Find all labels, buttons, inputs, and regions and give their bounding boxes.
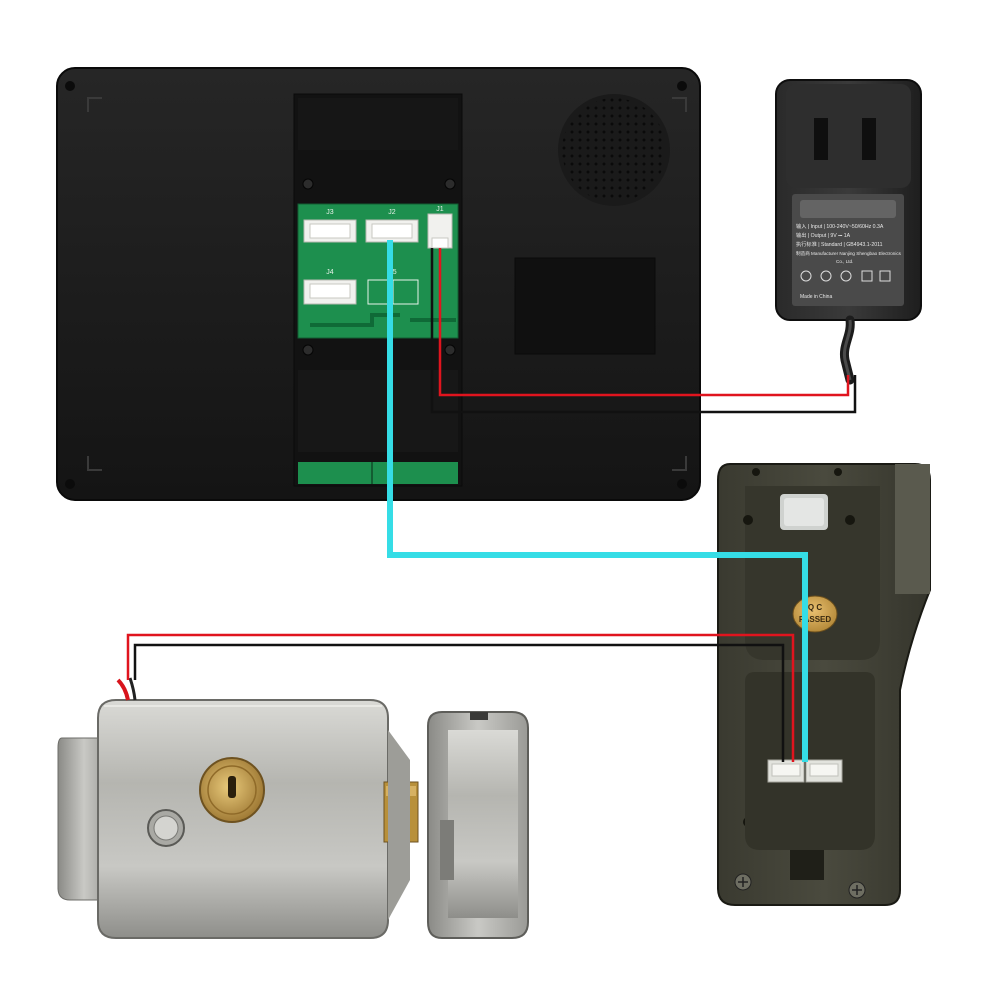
cert-icon-2 xyxy=(820,270,832,282)
adapter-prong-right xyxy=(862,118,876,160)
power-wire-red xyxy=(438,248,850,397)
adapter-top-face xyxy=(786,84,911,188)
qc-passed-stamp: Q C PASSED xyxy=(792,595,838,633)
signal-cable-cyan xyxy=(387,240,808,762)
pcb-label-j1: J1 xyxy=(436,206,444,213)
monitor-screw-tr xyxy=(677,81,687,91)
adapter-input-line: 输入 | Input | 100-240V~50/60Hz 0.3A xyxy=(796,222,884,230)
adapter-standard-line: 执行标准 | Standard | GB4943.1-2011 xyxy=(796,240,883,248)
camera-hole-2 xyxy=(834,468,842,476)
connector-j2: J2 xyxy=(365,209,419,243)
monitor-screw-bl xyxy=(65,479,75,489)
recess-screw-1 xyxy=(302,178,314,190)
pcb-strip-bottom xyxy=(298,462,458,484)
adapter-prong-left xyxy=(814,118,828,160)
camera-bottom-notch xyxy=(790,850,824,880)
camera-upper-recess xyxy=(745,486,880,660)
camera-hole-1 xyxy=(752,468,760,476)
lock-wire-black xyxy=(133,643,785,762)
monitor-recess-upper xyxy=(298,98,458,150)
cert-icon-3 xyxy=(840,270,852,282)
monitor-screw-tl xyxy=(65,81,75,91)
lock-side-face xyxy=(388,730,410,920)
power-wire-black xyxy=(430,248,857,414)
adapter-made-in: Made in China xyxy=(800,294,832,300)
electric-lock xyxy=(57,677,419,939)
pcb-label-j4: J4 xyxy=(326,269,334,276)
adapter-manufacturer-line: 制造商 Manufacturer Nanjing Shengbao Electr… xyxy=(796,250,902,257)
pcb-label-j2: J2 xyxy=(388,209,396,216)
monitor-corner-marks xyxy=(87,97,687,471)
pcb-label-j5: J5 xyxy=(389,269,397,276)
camera-side-panel xyxy=(895,464,930,594)
lock-strike-plate xyxy=(427,711,529,939)
adapter-output-line: 输出 | Output | 9V ⎓ 1A xyxy=(796,231,851,239)
pcb-board: J3 J2 J1 J4 J5 xyxy=(297,203,459,339)
indoor-monitor: J3 J2 J1 J4 J5 xyxy=(56,67,701,501)
connector-j4: J4 xyxy=(303,269,357,305)
lock-wire-red-stub xyxy=(116,678,130,701)
recess-screw-4 xyxy=(444,344,456,356)
recess-screw-2 xyxy=(444,178,456,190)
connector-j1: J1 xyxy=(427,206,453,249)
cert-icon-4 xyxy=(861,270,873,282)
monitor-label-recess xyxy=(514,257,656,355)
camera-hole-4 xyxy=(845,515,855,525)
qc-stamp-top: Q C xyxy=(808,603,822,612)
adapter-brand-blurred xyxy=(800,200,896,218)
pcb-label-j3: J3 xyxy=(326,209,334,216)
adapter-label xyxy=(792,194,904,306)
recess-screw-3 xyxy=(302,344,314,356)
cert-icon-1 xyxy=(800,270,812,282)
qc-stamp-bottom: PASSED xyxy=(799,615,832,624)
lock-wire-black-stub xyxy=(128,677,137,701)
cert-icon-5 xyxy=(879,270,891,282)
wiring xyxy=(126,240,857,762)
camera-hole-3 xyxy=(743,515,753,525)
connector-j3: J3 xyxy=(303,209,357,243)
adapter-manufacturer-line-2: Co., Ltd. xyxy=(836,259,853,264)
outdoor-camera-unit: Q C PASSED xyxy=(717,463,931,906)
monitor-screw-br xyxy=(677,479,687,489)
keyhole-icon xyxy=(228,776,236,798)
power-adapter: 输入 | Input | 100-240V~50/60Hz 0.3A 输出 | … xyxy=(775,79,922,385)
lock-wire-red xyxy=(126,633,795,762)
